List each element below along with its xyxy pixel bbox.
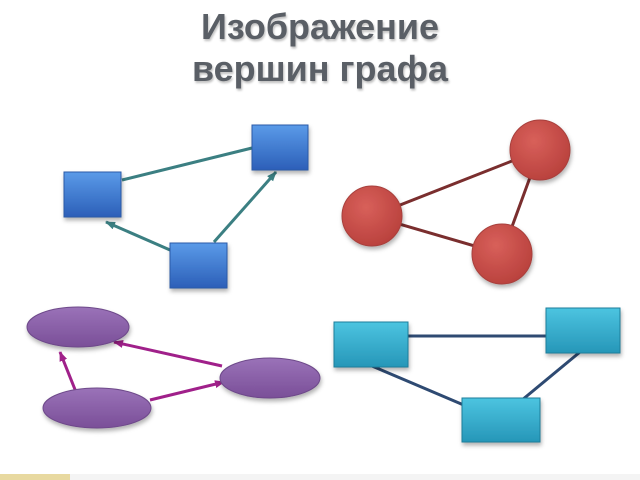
blue-square-graph	[63, 124, 309, 289]
vertex-circle-bottom	[471, 223, 533, 285]
vertex-ellipse-right	[219, 357, 321, 399]
vertex-rect-top-right	[545, 307, 621, 354]
vertex-circle-left	[341, 185, 403, 247]
vertex-ellipse-top-left	[26, 306, 130, 348]
vertex-circle-top-right	[509, 119, 571, 181]
edge-b3-b2-arrow	[212, 171, 278, 243]
edge-c2-c3	[521, 350, 581, 402]
title-line-2: вершин графа	[191, 48, 449, 89]
vertex-rect-bottom	[461, 397, 541, 443]
vertex-square-left	[63, 171, 122, 218]
vertex-square-bottom	[169, 242, 228, 289]
cyan-rectangle-graph	[333, 307, 621, 443]
vertex-rect-left	[333, 321, 409, 368]
edge-p3-p2-arrow	[149, 380, 225, 402]
title-line-1: Изображение	[200, 6, 440, 47]
edge-c1-c3	[371, 364, 467, 408]
edge-b3-b1-arrow	[105, 220, 171, 252]
vertex-square-top-right	[251, 124, 309, 171]
bottom-strip	[0, 474, 640, 480]
slide-title: Изображение вершин графа	[0, 6, 640, 90]
purple-ellipse-graph	[26, 306, 321, 429]
edge-p3-p1-arrow	[58, 351, 78, 393]
red-circle-graph	[341, 119, 571, 285]
edge-p2-p1-arrow	[113, 340, 223, 368]
edge-b1-b2	[121, 146, 253, 182]
vertex-ellipse-bottom	[42, 387, 152, 429]
